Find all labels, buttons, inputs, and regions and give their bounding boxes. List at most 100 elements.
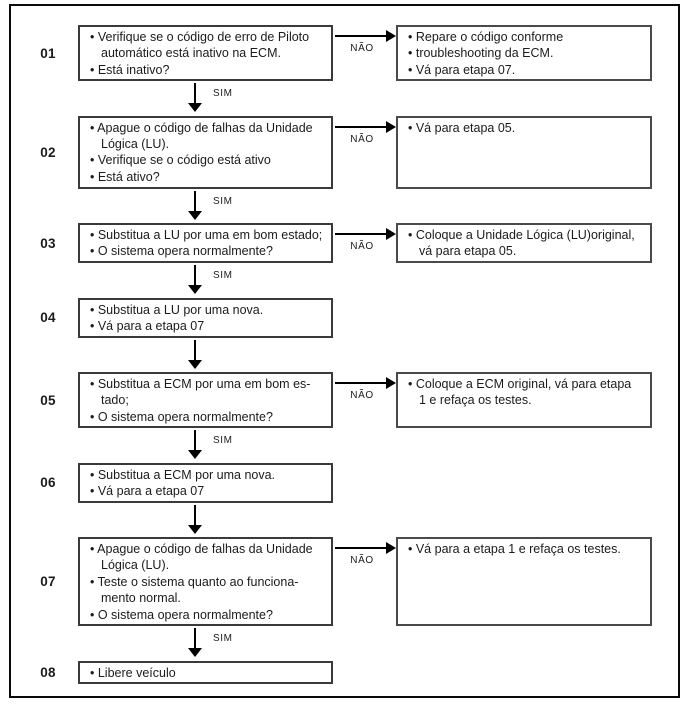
- nao-label: NÃO: [350, 241, 374, 252]
- step-box: • Libere veículo: [78, 660, 333, 684]
- box-line: • Substitua a LU por uma nova.: [90, 302, 264, 317]
- box-line: • troubleshooting da ECM.: [408, 46, 554, 61]
- step-number: 05: [40, 392, 56, 408]
- arrow-stem: [194, 83, 196, 103]
- box-line: 1 e refaça os testes.: [419, 393, 532, 408]
- no-branch: NÃO • Repare o código conforme• troubles…: [0, 25, 691, 81]
- sim-label: SIM: [213, 195, 233, 207]
- box-line: Lógica (LU).: [101, 558, 170, 573]
- sim-label: SIM: [213, 270, 233, 281]
- down-arrow: [0, 338, 691, 372]
- box-line: • Vá para a etapa 07: [90, 483, 205, 498]
- arrow-head-icon: [386, 228, 396, 240]
- arrow-head-icon: [188, 103, 202, 112]
- box-line: • Verifique se o código de erro de Pilot…: [90, 30, 310, 44]
- step-number: 04: [40, 310, 56, 325]
- arrow-head-icon: [188, 648, 202, 657]
- box-line: • Coloque a ECM original, vá para etapa: [408, 377, 632, 391]
- box-line: • Vá para a etapa 07: [90, 318, 205, 333]
- arrow-head-icon: [188, 285, 202, 294]
- flow-row: 02 • Apague o código de falhas da Unidad…: [0, 115, 691, 220]
- arrow-stem: [194, 628, 196, 648]
- box-line: • Está inativo?: [90, 62, 170, 77]
- down-arrow: SIM: [0, 428, 691, 462]
- box-line: • Coloque a Unidade Lógica (LU)original,: [408, 228, 635, 242]
- flow-row: 06 • Substitua a ECM por uma nova.• Vá p…: [0, 462, 691, 534]
- arrow-stem: [194, 265, 196, 285]
- box-line: • Substitua a ECM por uma em bom es-: [90, 377, 311, 391]
- flow-row: 07 • Apague o código de falhas da Unidad…: [0, 537, 691, 657]
- box-line: • O sistema opera normalmente?: [90, 409, 273, 424]
- arrow-stem: [194, 190, 196, 211]
- down-arrow: SIM: [0, 189, 691, 223]
- flow-row: 03 • Substitua a LU por uma em bom estad…: [0, 223, 691, 294]
- box-line: mento normal.: [101, 591, 181, 606]
- step-box: • Substitua a LU por uma nova.• Vá para …: [78, 297, 333, 338]
- arrow-head-icon: [188, 524, 202, 534]
- arrow-head-icon: [386, 377, 396, 389]
- no-branch: NÃO • Vá para etapa 05.: [0, 115, 691, 189]
- step-number: 07: [40, 574, 56, 589]
- sim-label: SIM: [213, 435, 233, 446]
- flow-row: 04 • Substitua a LU por uma nova.• Vá pa…: [0, 297, 691, 369]
- down-arrow: SIM: [0, 263, 691, 297]
- arrow-stem: [335, 547, 388, 549]
- arrow-head-icon: [188, 450, 202, 459]
- nao-label: NÃO: [350, 133, 374, 145]
- box-line: • Libere veículo: [90, 665, 176, 680]
- box-line: tado;: [101, 393, 129, 408]
- step-number: 03: [40, 235, 56, 251]
- step-box: • Substitua a ECM por uma em bom es-tado…: [78, 372, 333, 428]
- box-line: • Verifique se o código está ativo: [90, 153, 271, 168]
- box-line: • Apague o código de falhas da Unidade: [90, 542, 313, 556]
- box-line: • Está ativo?: [90, 169, 160, 184]
- down-arrow: SIM: [0, 81, 691, 115]
- arrow-stem: [194, 504, 196, 525]
- arrow-stem: [335, 382, 388, 384]
- box-line: • Vá para etapa 07.: [408, 62, 516, 77]
- step-number: 08: [40, 664, 56, 680]
- box-line: • Vá para a etapa 1 e refaça os testes.: [408, 542, 621, 556]
- box-line: • Substitua a LU por uma em bom estado;: [90, 228, 323, 242]
- no-branch: NÃO • Vá para a etapa 1 e refaça os test…: [0, 537, 691, 626]
- box-line: • Teste o sistema quanto ao funciona-: [90, 574, 299, 589]
- nao-label: NÃO: [350, 43, 374, 54]
- box-line: • O sistema opera normalmente?: [90, 244, 273, 259]
- no-result-box: • Vá para a etapa 1 e refaça os testes.: [396, 537, 652, 626]
- no-branch: NÃO • Coloque a Unidade Lógica (LU)origi…: [0, 223, 691, 263]
- arrow-head-icon: [386, 30, 396, 42]
- step-box: • Substitua a LU por uma em bom estado; •…: [78, 223, 333, 263]
- no-branch: NÃO • Coloque a ECM original, vá para et…: [0, 372, 691, 428]
- arrow-head-icon: [188, 210, 202, 220]
- down-arrow: [0, 503, 691, 537]
- arrow-head-icon: [386, 542, 396, 554]
- diagram-border: [9, 4, 680, 698]
- no-result-box: • Coloque a ECM original, vá para etapa 1…: [396, 372, 652, 428]
- step-number: 02: [40, 144, 56, 160]
- arrow-stem: [194, 430, 196, 450]
- box-line: vá para etapa 05.: [419, 244, 517, 259]
- step-number: 06: [40, 475, 56, 490]
- arrow-stem: [194, 339, 196, 360]
- step-number: 01: [40, 45, 56, 61]
- arrow-stem: [335, 233, 388, 235]
- box-line: • O sistema opera normalmente?: [90, 607, 273, 622]
- arrow-stem: [335, 35, 388, 37]
- step-box: • Substitua a ECM por uma nova.• Vá para…: [78, 462, 333, 503]
- arrow-head-icon: [188, 359, 202, 369]
- no-result-box: • Vá para etapa 05.: [396, 115, 652, 189]
- box-line: Lógica (LU).: [101, 136, 170, 151]
- box-line: • Apague o código de falhas da Unidade: [90, 120, 313, 135]
- arrow-head-icon: [386, 120, 396, 133]
- flow-row: 01 • Verifique se o código de erro de Pi…: [0, 25, 691, 112]
- box-line: • Substitua a ECM por uma nova.: [90, 467, 276, 482]
- arrow-stem: [335, 125, 388, 128]
- no-result-box: • Coloque a Unidade Lógica (LU)original,…: [396, 223, 652, 263]
- step-box: • Verifique se o código de erro de Pilot…: [78, 25, 333, 81]
- box-line: automático está inativo na ECM.: [101, 46, 281, 61]
- nao-label: NÃO: [350, 555, 374, 566]
- sim-label: SIM: [213, 633, 233, 644]
